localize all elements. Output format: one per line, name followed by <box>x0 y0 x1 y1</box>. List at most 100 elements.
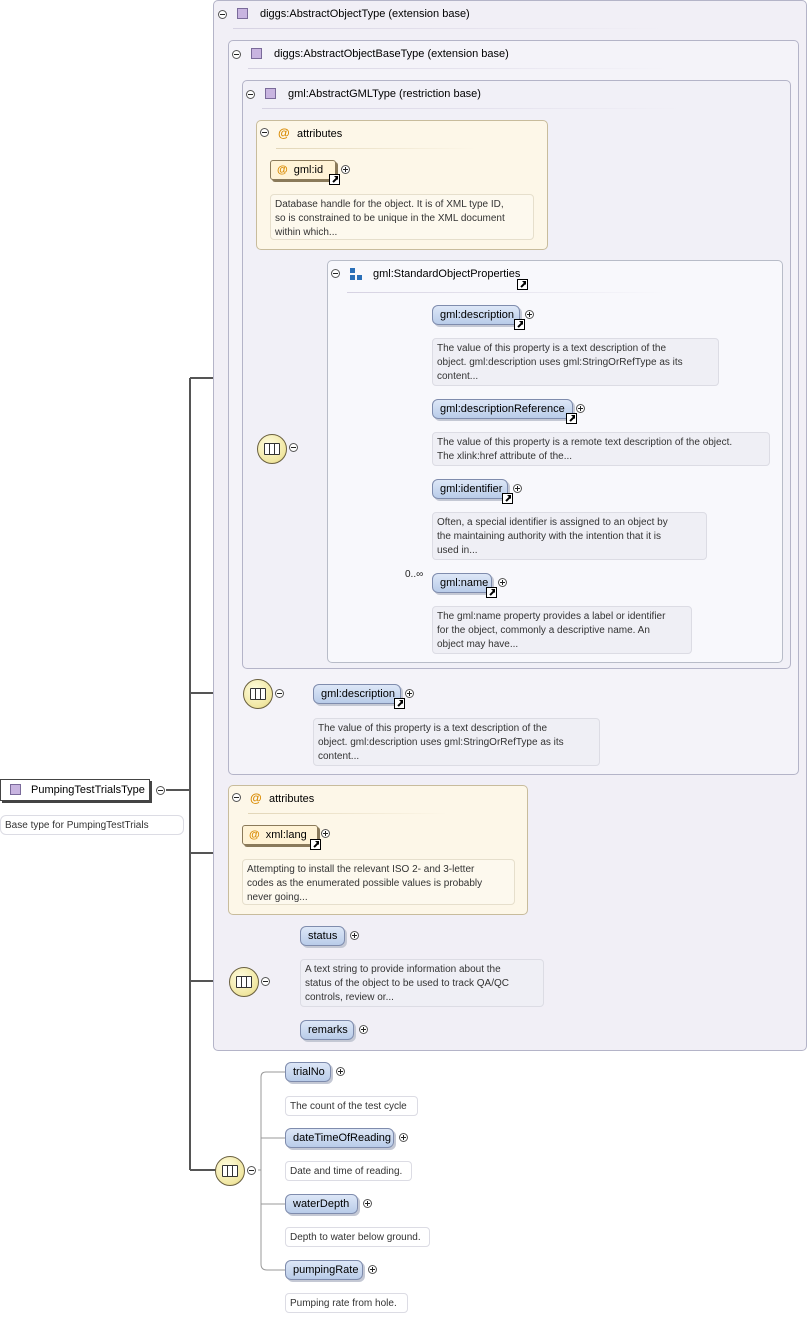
element-label: gml:name <box>440 577 489 589</box>
expand-button[interactable] <box>368 1265 377 1274</box>
element-gml-description[interactable]: gml:description <box>313 684 401 704</box>
attribute-label: gml:id <box>293 164 324 176</box>
element-doc: Depth to water below ground. <box>285 1227 430 1247</box>
doc-line: controls, review or... <box>305 992 394 1003</box>
element-label: pumpingRate <box>293 1264 359 1276</box>
attribute-icon: @ <box>249 829 260 841</box>
element-status[interactable]: status <box>300 926 345 946</box>
element-label: waterDepth <box>293 1198 350 1210</box>
header-divider <box>233 28 663 29</box>
sequence-icon[interactable] <box>215 1156 245 1186</box>
element-doc: The count of the test cycle <box>285 1096 418 1116</box>
element-doc: The gml:name property provides a label o… <box>432 606 692 654</box>
root-doc-text: Base type for PumpingTestTrials <box>5 820 149 831</box>
collapse-button[interactable] <box>289 443 298 452</box>
collapse-button[interactable] <box>232 793 241 802</box>
header-divider <box>347 292 667 293</box>
expand-button[interactable] <box>498 578 507 587</box>
element-pumping-rate[interactable]: pumpingRate <box>285 1260 363 1280</box>
element-doc: The value of this property is a remote t… <box>432 432 770 466</box>
attributes-title: attributes <box>297 128 343 140</box>
element-gml-description-reference[interactable]: gml:descriptionReference <box>432 399 573 419</box>
collapse-button[interactable] <box>247 1166 256 1175</box>
reference-link-icon[interactable] <box>502 493 513 504</box>
element-water-depth[interactable]: waterDepth <box>285 1194 358 1214</box>
header-divider <box>248 68 668 69</box>
header-divider <box>248 813 448 814</box>
attribute-icon: @ <box>250 791 262 805</box>
element-label: gml:description <box>440 309 514 321</box>
sequence-icon[interactable] <box>229 967 259 997</box>
expand-button[interactable] <box>363 1199 372 1208</box>
reference-link-icon[interactable] <box>517 279 528 290</box>
element-label: gml:description <box>321 688 395 700</box>
element-doc: Pumping rate from hole. <box>285 1293 408 1313</box>
collapse-button[interactable] <box>246 90 255 99</box>
attribute-icon: @ <box>278 126 290 140</box>
sequence-icon[interactable] <box>243 679 273 709</box>
doc-line: codes as the enumerated possible values … <box>247 878 483 889</box>
doc-line: within which... <box>275 227 338 238</box>
reference-link-icon[interactable] <box>394 698 405 709</box>
complex-type-icon <box>251 48 262 59</box>
root-collapse-button[interactable] <box>156 786 165 795</box>
element-label: dateTimeOfReading <box>293 1132 392 1144</box>
collapse-button[interactable] <box>260 128 269 137</box>
element-doc: A text string to provide information abo… <box>300 959 544 1007</box>
extension-label: diggs:AbstractObjectBaseType (extension … <box>274 48 509 60</box>
expand-button[interactable] <box>525 310 534 319</box>
attribute-gml-id[interactable]: @ gml:id <box>270 160 336 180</box>
element-doc: Often, a special identifier is assigned … <box>432 512 707 560</box>
element-gml-identifier[interactable]: gml:identifier <box>432 479 508 499</box>
doc-line: The xlink:href attribute of the... <box>437 451 573 462</box>
collapse-button[interactable] <box>218 10 227 19</box>
doc-line: object. gml:description uses gml:StringO… <box>318 737 564 748</box>
header-divider <box>262 108 682 109</box>
doc-line: Often, a special identifier is assigned … <box>437 517 668 528</box>
element-remarks[interactable]: remarks <box>300 1020 354 1040</box>
reference-link-icon[interactable] <box>310 839 321 850</box>
doc-line: Pumping rate from hole. <box>290 1298 397 1309</box>
collapse-button[interactable] <box>261 977 270 986</box>
doc-line: The gml:name property provides a label o… <box>437 611 666 622</box>
reference-link-icon[interactable] <box>566 413 577 424</box>
doc-line: The value of this property is a remote t… <box>437 437 733 448</box>
expand-button[interactable] <box>321 829 330 838</box>
doc-line: the maintaining authority with the inten… <box>437 531 662 542</box>
expand-button[interactable] <box>341 165 350 174</box>
element-label: status <box>308 930 338 942</box>
expand-button[interactable] <box>399 1133 408 1142</box>
element-gml-description[interactable]: gml:description <box>432 305 520 325</box>
attribute-xml-lang[interactable]: @xml:lang <box>242 825 318 845</box>
cardinality-label: 0..∞ <box>405 569 424 580</box>
expand-button[interactable] <box>513 484 522 493</box>
restriction-label: gml:AbstractGMLType (restriction base) <box>288 88 481 100</box>
element-gml-name[interactable]: gml:name <box>432 573 492 593</box>
expand-button[interactable] <box>576 404 585 413</box>
reference-link-icon[interactable] <box>514 319 525 330</box>
doc-line: used in... <box>437 545 478 556</box>
collapse-button[interactable] <box>275 689 284 698</box>
element-date-time-of-reading[interactable]: dateTimeOfReading <box>285 1128 394 1148</box>
expand-button[interactable] <box>359 1025 368 1034</box>
root-type[interactable]: PumpingTestTrialsType <box>0 779 150 801</box>
element-label: remarks <box>308 1024 348 1036</box>
expand-button[interactable] <box>405 689 414 698</box>
expand-button[interactable] <box>336 1067 345 1076</box>
reference-link-icon[interactable] <box>329 174 340 185</box>
doc-line: for the object, commonly a descriptive n… <box>437 625 650 636</box>
element-trial-no[interactable]: trialNo <box>285 1062 331 1082</box>
doc-line: content... <box>437 371 479 382</box>
doc-line: The count of the test cycle <box>290 1101 407 1112</box>
doc-line: Attempting to install the relevant ISO 2… <box>247 864 475 875</box>
element-doc: The value of this property is a text des… <box>432 338 719 386</box>
collapse-button[interactable] <box>232 50 241 59</box>
collapse-button[interactable] <box>331 269 340 278</box>
attribute-doc: Database handle for the object. It is of… <box>270 194 534 240</box>
reference-link-icon[interactable] <box>486 587 497 598</box>
expand-button[interactable] <box>350 931 359 940</box>
complex-type-icon <box>237 8 248 19</box>
header-divider <box>276 148 476 149</box>
attribute-icon: @ <box>277 164 288 176</box>
sequence-icon[interactable] <box>257 434 287 464</box>
